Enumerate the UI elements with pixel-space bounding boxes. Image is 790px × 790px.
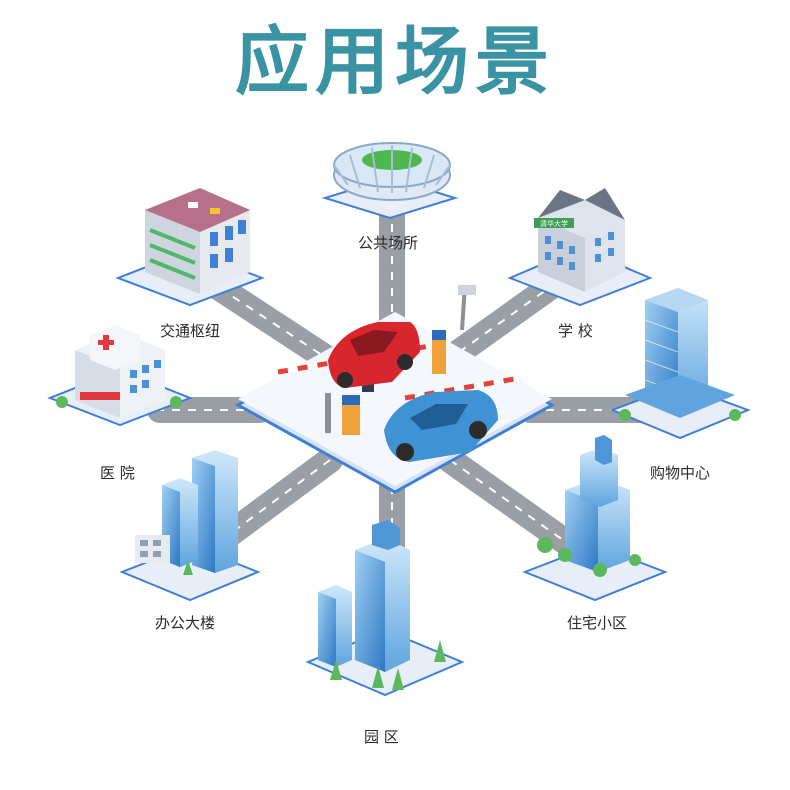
parking-garage-icon <box>145 188 250 294</box>
residential-tower-icon <box>537 435 641 577</box>
office-building-node <box>122 450 258 600</box>
label-park: 园 区 <box>364 726 399 747</box>
label-shopping-center: 购物中心 <box>650 462 710 483</box>
office-towers-icon <box>135 450 238 575</box>
public-places-node <box>325 143 455 218</box>
label-public-places: 公共场所 <box>358 232 418 253</box>
camera-pole <box>458 285 476 330</box>
park-node <box>308 520 462 695</box>
school-sign-text: 清华大学 <box>540 219 568 228</box>
label-school: 学 校 <box>558 320 593 341</box>
label-transport-hub: 交通枢纽 <box>160 320 220 341</box>
label-office-building: 办公大楼 <box>155 612 215 633</box>
label-hospital: 医 院 <box>100 462 135 483</box>
label-residential: 住宅小区 <box>567 612 627 633</box>
stadium-icon <box>334 143 450 200</box>
shopping-center-node <box>612 288 748 438</box>
